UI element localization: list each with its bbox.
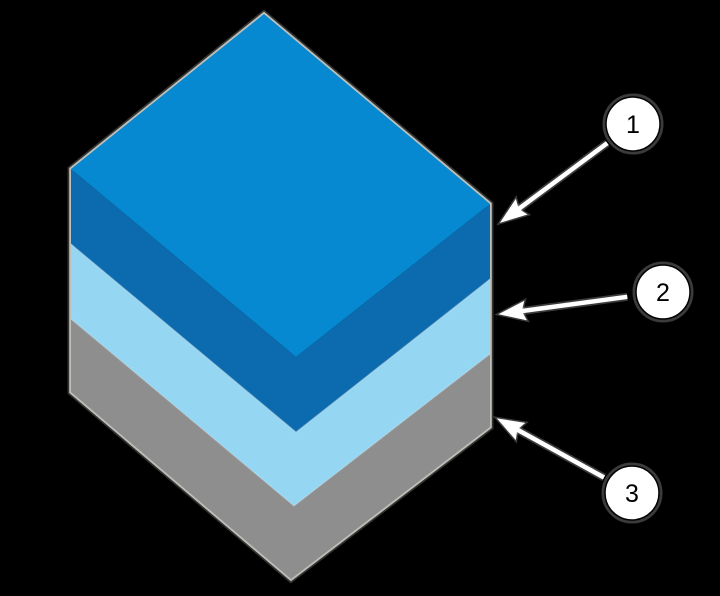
svg-text:3: 3	[625, 480, 639, 508]
svg-text:2: 2	[656, 279, 670, 307]
svg-text:1: 1	[626, 111, 640, 139]
